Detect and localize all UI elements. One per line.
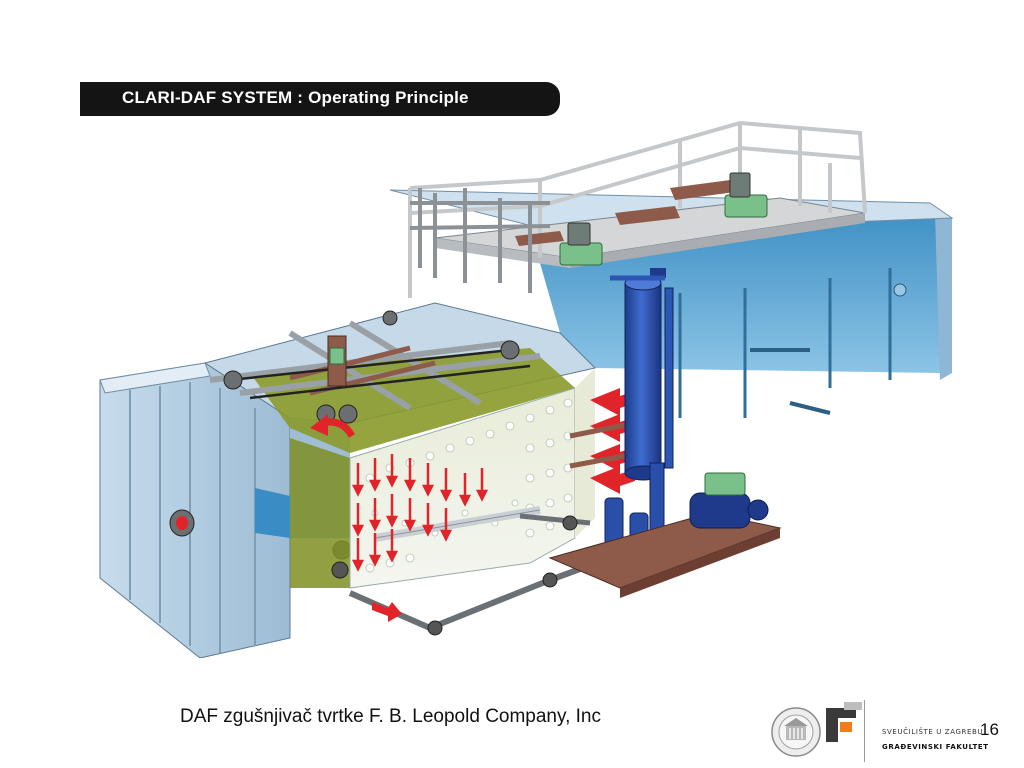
daf-system-diagram [99, 120, 954, 658]
scraper-drive-motor-1 [559, 222, 603, 266]
logo-divider [864, 700, 865, 762]
slide-caption: DAF zgušnjivač tvrtke F. B. Leopold Comp… [180, 706, 601, 727]
title-bar [80, 82, 560, 116]
distribution-beams [569, 420, 636, 469]
surface-skimmer [209, 310, 541, 438]
faculty-name: GRAĐEVINSKI FAKULTET [882, 743, 989, 751]
university-seal-logo [771, 707, 821, 757]
pump-skid [548, 472, 782, 598]
faculty-logo [826, 702, 862, 742]
inlet-tank [99, 362, 352, 658]
university-name: SVEUČILIŠTE U ZAGREBU [882, 728, 984, 736]
scraper-drive-motor-2 [724, 172, 768, 218]
page-number: 16 [980, 720, 999, 739]
walkway-platform [408, 120, 867, 298]
slide-title: CLARI-DAF SYSTEM : Operating Principle [122, 88, 469, 107]
rake-arms [409, 188, 551, 293]
